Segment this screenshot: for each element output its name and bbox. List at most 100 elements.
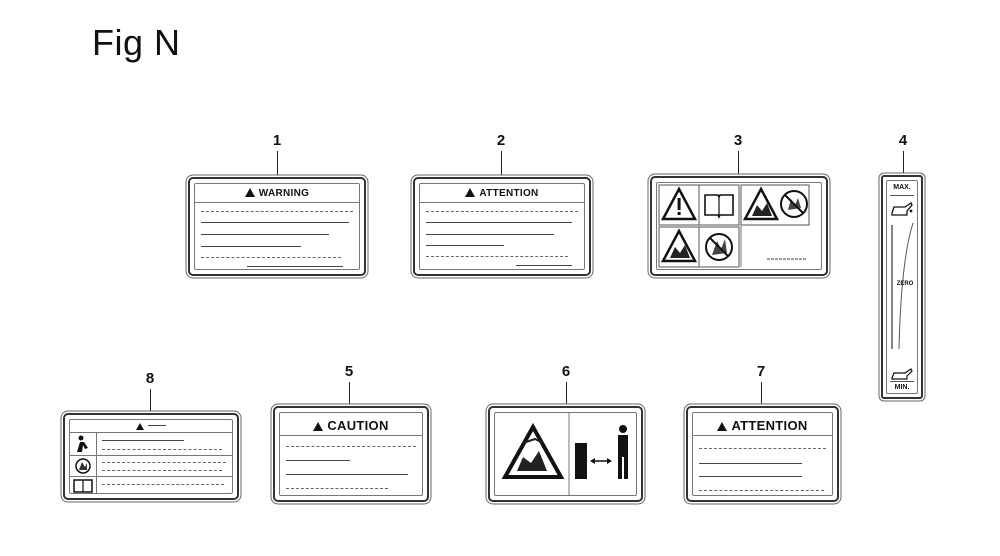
max-line xyxy=(890,195,914,196)
label-8-divider xyxy=(70,476,232,477)
label-1-header: WARNING xyxy=(195,188,359,199)
leader-line-4 xyxy=(903,151,904,175)
label-6-graphic xyxy=(501,413,628,495)
text-line xyxy=(102,449,222,450)
label-2-border: ATTENTION xyxy=(419,183,585,270)
no-hands-icon xyxy=(780,190,808,218)
label-4-middle: ZERO xyxy=(896,281,914,287)
oil-can-icon xyxy=(891,202,913,216)
text-line xyxy=(699,463,802,464)
text-line xyxy=(102,440,184,441)
label-4-min: MIN. xyxy=(894,384,910,391)
text-line xyxy=(286,446,416,447)
text-line xyxy=(286,488,388,489)
manual-book-icon xyxy=(73,479,93,493)
label-3-border xyxy=(656,182,822,270)
hand-hazard-icon xyxy=(742,186,780,221)
label-7-divider xyxy=(693,435,832,436)
callout-number-1: 1 xyxy=(272,132,282,149)
label-6-border xyxy=(494,412,637,496)
text-line xyxy=(699,448,826,449)
warning-triangle-icon xyxy=(244,188,255,197)
label-1-warning: WARNING xyxy=(188,177,366,276)
text-line xyxy=(102,462,226,463)
text-line xyxy=(201,246,301,247)
text-line xyxy=(426,222,572,223)
text-line xyxy=(516,265,572,266)
text-line xyxy=(201,222,349,223)
text-line xyxy=(102,470,222,471)
label-7-attention: ATTENTION xyxy=(686,406,839,502)
text-line xyxy=(247,266,343,267)
label-4-max: MAX. xyxy=(893,184,911,191)
label-4-level-gauge: MAX. ZERO MIN. xyxy=(881,175,923,399)
callout-number-5: 5 xyxy=(344,363,354,380)
callout-number-8: 8 xyxy=(145,370,155,387)
label-7-border: ATTENTION xyxy=(692,412,833,496)
label-5-caution: CAUTION xyxy=(273,406,429,502)
warning-triangle-icon xyxy=(717,422,728,431)
hand-hazard-icon xyxy=(660,228,698,263)
leader-line-3 xyxy=(738,151,739,177)
warning-triangle-icon xyxy=(313,422,324,431)
label-5-header: CAUTION xyxy=(280,418,422,433)
person-icon xyxy=(618,425,628,479)
text-line xyxy=(286,474,408,475)
label-5-border: CAUTION xyxy=(279,412,423,496)
leader-line-1 xyxy=(277,151,278,177)
hand-hazard-icon xyxy=(501,422,565,479)
text-line xyxy=(201,211,353,212)
label-2-header: ATTENTION xyxy=(420,188,584,199)
label-7-header: ATTENTION xyxy=(693,418,832,433)
warning-triangle-icon xyxy=(660,186,698,221)
label-8-header xyxy=(70,421,232,431)
label-3-pictograms xyxy=(650,176,828,276)
text-line xyxy=(699,490,824,491)
leader-line-5 xyxy=(349,382,350,406)
person-hazard-icon xyxy=(77,435,88,452)
text-line xyxy=(286,460,350,461)
text-line xyxy=(426,234,554,235)
hazard-icon xyxy=(75,458,91,474)
callout-number-7: 7 xyxy=(756,363,766,380)
text-line xyxy=(426,256,568,257)
leader-line-2 xyxy=(501,151,502,177)
callout-number-4: 4 xyxy=(898,132,908,149)
manual-book-icon xyxy=(704,194,734,219)
label-6-keep-distance xyxy=(488,406,643,502)
warning-triangle-icon xyxy=(136,423,144,430)
text-line xyxy=(426,245,504,246)
callout-number-6: 6 xyxy=(561,363,571,380)
leader-line-7 xyxy=(761,382,762,406)
label-2-divider xyxy=(420,202,584,203)
figure-title: Fig N xyxy=(92,22,181,63)
text-line xyxy=(102,484,224,485)
label-4-border: MAX. ZERO MIN. xyxy=(886,180,918,394)
label-3-graphic xyxy=(658,184,810,268)
label-8-divider xyxy=(70,432,232,433)
text-line xyxy=(201,257,341,258)
label-1-divider xyxy=(195,202,359,203)
double-arrow-icon xyxy=(590,458,612,464)
label-8-multi-warning xyxy=(63,413,239,500)
label-5-divider xyxy=(280,435,422,436)
oil-can-icon xyxy=(891,368,913,380)
label-8-column-divider xyxy=(96,432,97,493)
label-1-border: WARNING xyxy=(194,183,360,270)
callout-number-2: 2 xyxy=(496,132,506,149)
warning-triangle-icon xyxy=(465,188,476,197)
no-tools-icon xyxy=(705,233,733,261)
label-2-header-text: ATTENTION xyxy=(479,188,539,199)
label-2-attention: ATTENTION xyxy=(413,177,591,276)
label-8-border xyxy=(69,419,233,494)
min-line xyxy=(890,381,914,382)
callout-number-3: 3 xyxy=(733,132,743,149)
leader-line-6 xyxy=(566,382,567,406)
level-scale-graphic xyxy=(891,222,914,350)
block-icon xyxy=(575,443,587,479)
label-8-divider xyxy=(70,455,232,456)
text-line xyxy=(699,476,802,477)
label-5-header-text: CAUTION xyxy=(327,418,389,433)
label-7-header-text: ATTENTION xyxy=(731,418,808,433)
text-line xyxy=(201,234,329,235)
